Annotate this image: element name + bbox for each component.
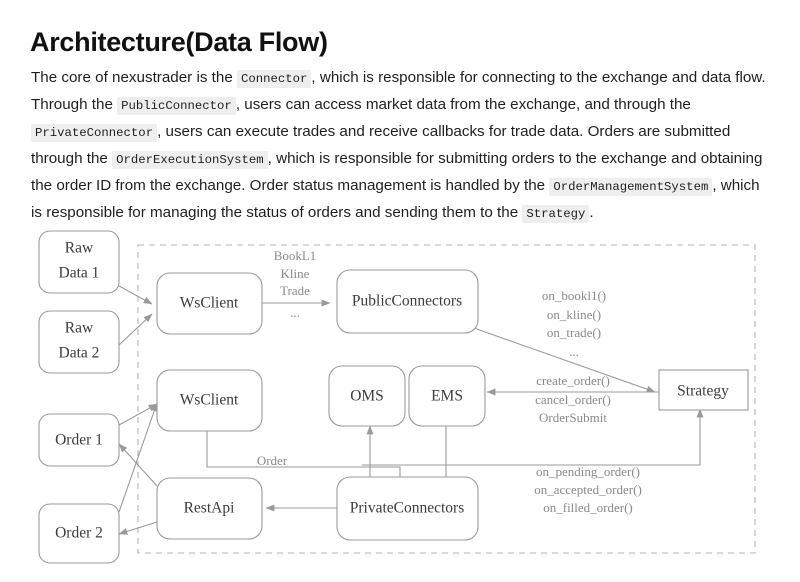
- edge-privateconnectors-strategy: [362, 408, 704, 466]
- node-private-connectors-label: PrivateConnectors: [350, 500, 465, 517]
- order-callback-line-3: on_filled_order(): [543, 500, 633, 515]
- node-raw-data-1-label-line1: Raw: [65, 240, 94, 257]
- node-raw-data-2-label-line2: Data 2: [59, 345, 100, 362]
- node-raw-data-1-label-line2: Data 1: [59, 265, 100, 282]
- edge-label-strategy-callbacks: on_bookl1() on_kline() on_trade() ...: [542, 288, 606, 359]
- market-data-line-1: BookL1: [274, 248, 317, 263]
- node-private-connectors[interactable]: PrivateConnectors: [336, 476, 479, 541]
- edge-label-order-callbacks: on_pending_order() on_accepted_order() o…: [534, 464, 642, 515]
- node-order-2-label: Order 2: [55, 525, 103, 542]
- inline-code-ordermanagementsystem: OrderManagementSystem: [549, 178, 713, 197]
- edge-publicconnectors-strategy: [470, 326, 656, 393]
- inline-code-publicconnector: PublicConnector: [117, 97, 236, 116]
- node-oms[interactable]: OMS: [328, 365, 406, 427]
- edge-label-order-commands: create_order() cancel_order() OrderSubmi…: [535, 373, 611, 425]
- market-data-line-4: ...: [290, 305, 300, 320]
- order-callback-line-1: on_pending_order(): [536, 464, 640, 479]
- strategy-callback-line-4: ...: [569, 344, 579, 359]
- inline-code-strategy: Strategy: [522, 205, 590, 224]
- node-raw-data-2[interactable]: Raw Data 2: [38, 310, 120, 374]
- inline-code-privateconnector: PrivateConnector: [31, 124, 158, 143]
- edge-restapi-order1: [118, 443, 158, 487]
- node-strategy[interactable]: Strategy: [658, 369, 749, 411]
- strategy-callback-line-3: on_trade(): [547, 325, 601, 340]
- market-data-line-3: Trade: [280, 283, 310, 298]
- node-oms-label: OMS: [350, 388, 384, 405]
- nexustrader-boundary: [137, 244, 756, 554]
- node-order-1[interactable]: Order 1: [38, 413, 120, 467]
- strategy-callback-line-2: on_kline(): [547, 307, 601, 322]
- node-rest-api[interactable]: RestApi: [156, 477, 263, 540]
- edge-restapi-order2: [118, 521, 158, 535]
- page-title: Architecture(Data Flow): [30, 27, 328, 58]
- order-command-line-3: OrderSubmit: [539, 410, 607, 425]
- node-ws-client-bottom-label: WsClient: [180, 392, 239, 409]
- order-command-line-2: cancel_order(): [535, 392, 611, 407]
- strategy-callback-line-1: on_bookl1(): [542, 288, 606, 303]
- node-raw-data-2-label-line1: Raw: [65, 320, 94, 337]
- edge-label-market-data-stream: BookL1 Kline Trade ...: [274, 248, 317, 320]
- node-order-2[interactable]: Order 2: [38, 503, 120, 564]
- node-ems-label: EMS: [431, 388, 463, 405]
- architecture-data-flow-diagram: Raw Data 1 Raw Data 2 Order 1 Order 2 Ws…: [0, 222, 800, 582]
- inline-code-orderexecutionsystem: OrderExecutionSystem: [112, 151, 268, 170]
- node-ws-client-top-label: WsClient: [180, 295, 239, 312]
- node-order-1-label: Order 1: [55, 432, 103, 449]
- node-raw-data-1[interactable]: Raw Data 1: [38, 230, 120, 294]
- order-command-line-1: create_order(): [536, 373, 610, 388]
- node-ems[interactable]: EMS: [408, 365, 486, 427]
- edge-order1-wsclient: [118, 403, 158, 426]
- edge-rawdata1-wsclient: [118, 285, 153, 305]
- edge-rawdata2-wsclient: [118, 313, 153, 346]
- node-public-connectors-label: PublicConnectors: [352, 293, 462, 310]
- order-callback-line-2: on_accepted_order(): [534, 482, 642, 497]
- node-ws-client-top[interactable]: WsClient: [156, 272, 263, 335]
- intro-paragraph: The core of nexustrader is the Connector…: [31, 69, 766, 224]
- node-strategy-label: Strategy: [677, 383, 729, 400]
- inline-code-connector: Connector: [236, 70, 312, 89]
- market-data-line-2: Kline: [281, 266, 310, 281]
- edge-label-order-flow: Order: [257, 453, 288, 468]
- node-rest-api-label: RestApi: [184, 500, 236, 517]
- edge-order2-wsclient: [118, 402, 158, 513]
- node-ws-client-bottom[interactable]: WsClient: [156, 369, 263, 432]
- node-public-connectors[interactable]: PublicConnectors: [336, 269, 479, 334]
